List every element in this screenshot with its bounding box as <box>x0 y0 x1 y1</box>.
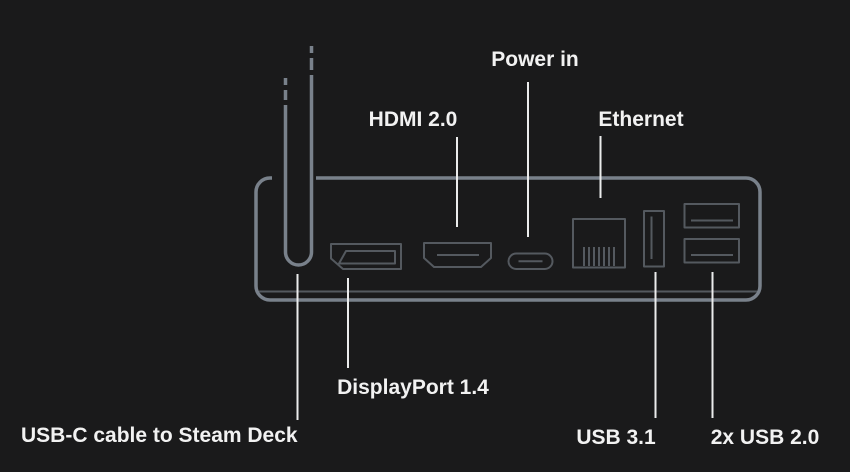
usbc-power-port <box>507 252 554 270</box>
label-displayport: DisplayPort 1.4 <box>337 376 489 399</box>
usb20-port-2 <box>683 238 740 264</box>
usb31-port <box>643 210 665 268</box>
dock-body-outline <box>254 176 762 302</box>
label-power-in: Power in <box>491 48 579 71</box>
cable-cutout <box>272 166 316 190</box>
label-usb31: USB 3.1 <box>576 426 656 449</box>
ethernet-port-pins <box>583 247 615 266</box>
ethernet-port <box>572 218 626 269</box>
usb20-port-1 <box>683 203 740 229</box>
displayport-port <box>330 243 402 270</box>
hdmi-port <box>423 242 492 268</box>
label-usb20: 2x USB 2.0 <box>710 426 820 449</box>
label-usbc-cable: USB-C cable to Steam Deck <box>21 424 298 447</box>
label-ethernet: Ethernet <box>598 108 684 131</box>
displayport-port-inner <box>338 250 396 265</box>
label-hdmi: HDMI 2.0 <box>368 108 458 131</box>
usbc-cable-plug-curve <box>283 251 314 267</box>
